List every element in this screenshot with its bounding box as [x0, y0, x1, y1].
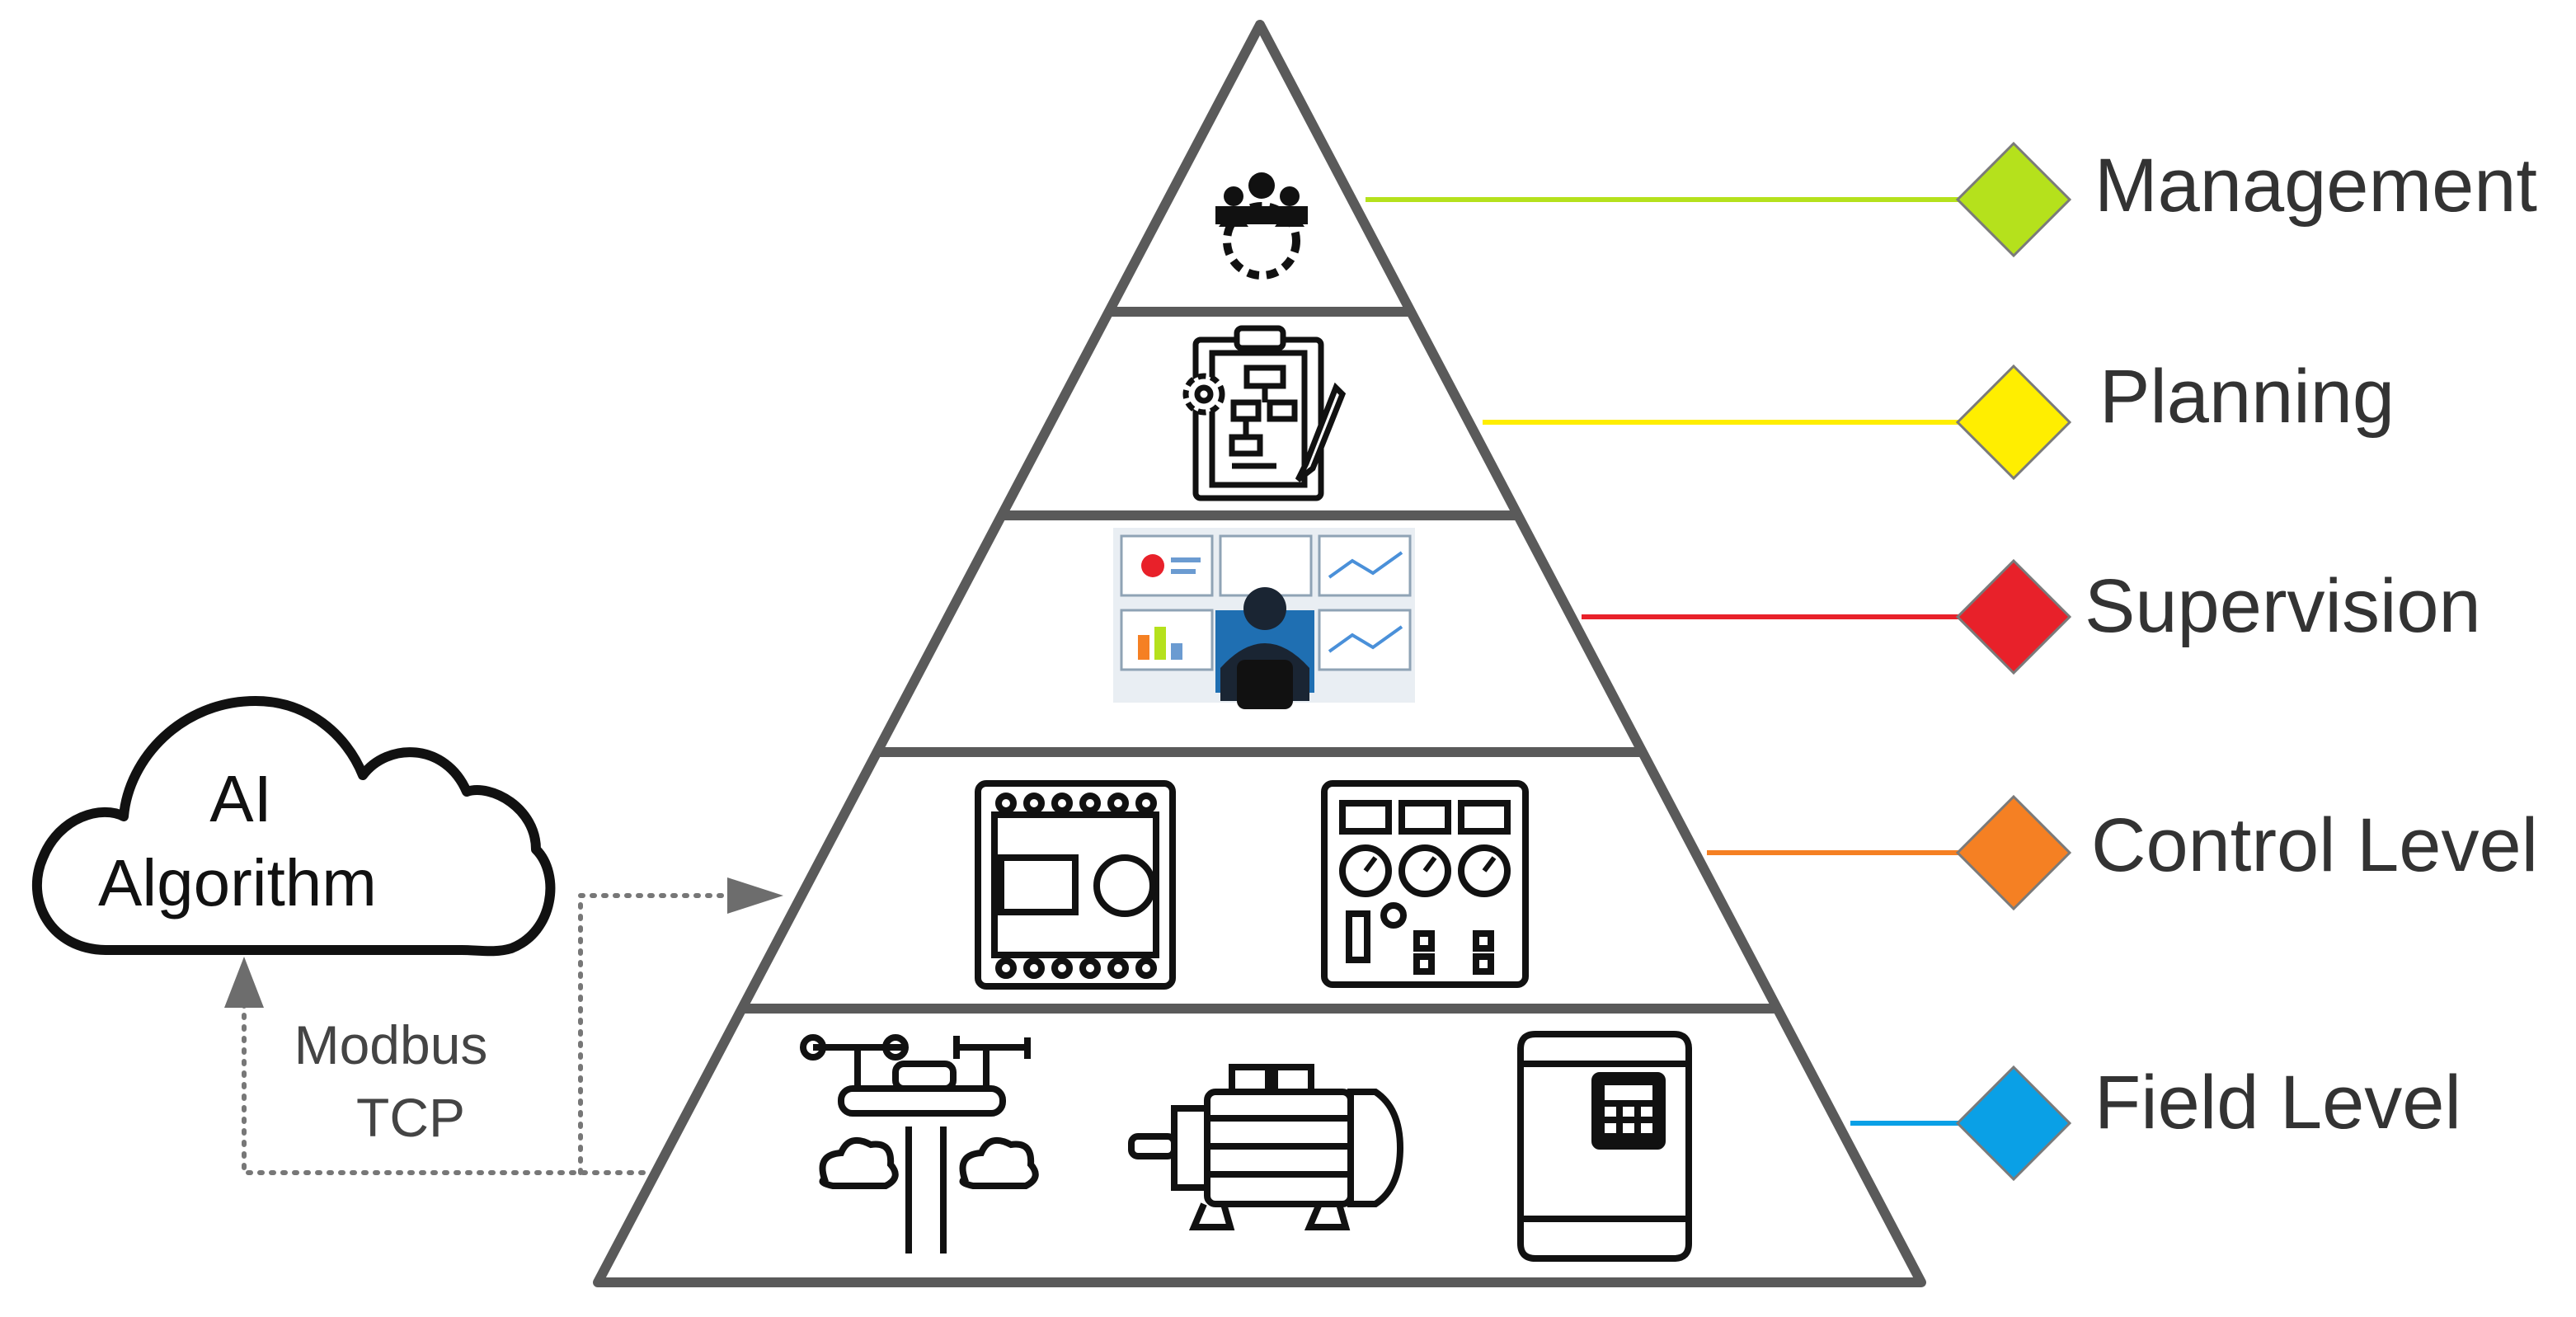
level-label-control: Control Level: [2091, 803, 2538, 887]
level-label-supervision: Supervision: [2085, 564, 2481, 648]
pyramid-dividers: [740, 307, 1779, 1014]
level-label-field: Field Level: [2094, 1061, 2461, 1145]
management-team-icon: [1215, 172, 1308, 280]
cloud-icon: [31, 696, 556, 957]
cloud-text-ai: AI: [209, 762, 272, 835]
frequency-drive-icon: [1517, 1031, 1692, 1262]
protocol-label-tcp: TCP: [356, 1087, 465, 1148]
field-devices-icon: [800, 1031, 1692, 1262]
diamond-planning: [1955, 364, 2072, 481]
level-label-planning: Planning: [2099, 355, 2395, 439]
supervision-monitors-icon: [1113, 528, 1415, 709]
electric-motor-icon: [1128, 1064, 1404, 1230]
diamond-supervision: [1955, 558, 2072, 675]
level-label-management: Management: [2094, 143, 2537, 228]
arrowhead-right-icon: [727, 877, 783, 914]
control-devices-icon: [975, 780, 1529, 990]
diamond-control: [1955, 794, 2072, 911]
weather-station-icon: [800, 1034, 1039, 1254]
diamond-management: [1955, 141, 2072, 258]
protocol-label-modbus: Modbus: [294, 1014, 488, 1075]
cloud-text-algorithm: Algorithm: [98, 846, 377, 920]
diamond-field: [1955, 1065, 2072, 1182]
arrowhead-up-icon: [224, 957, 264, 1008]
modbus-connector: [242, 893, 728, 1175]
planning-clipboard-icon: [1182, 325, 1347, 501]
